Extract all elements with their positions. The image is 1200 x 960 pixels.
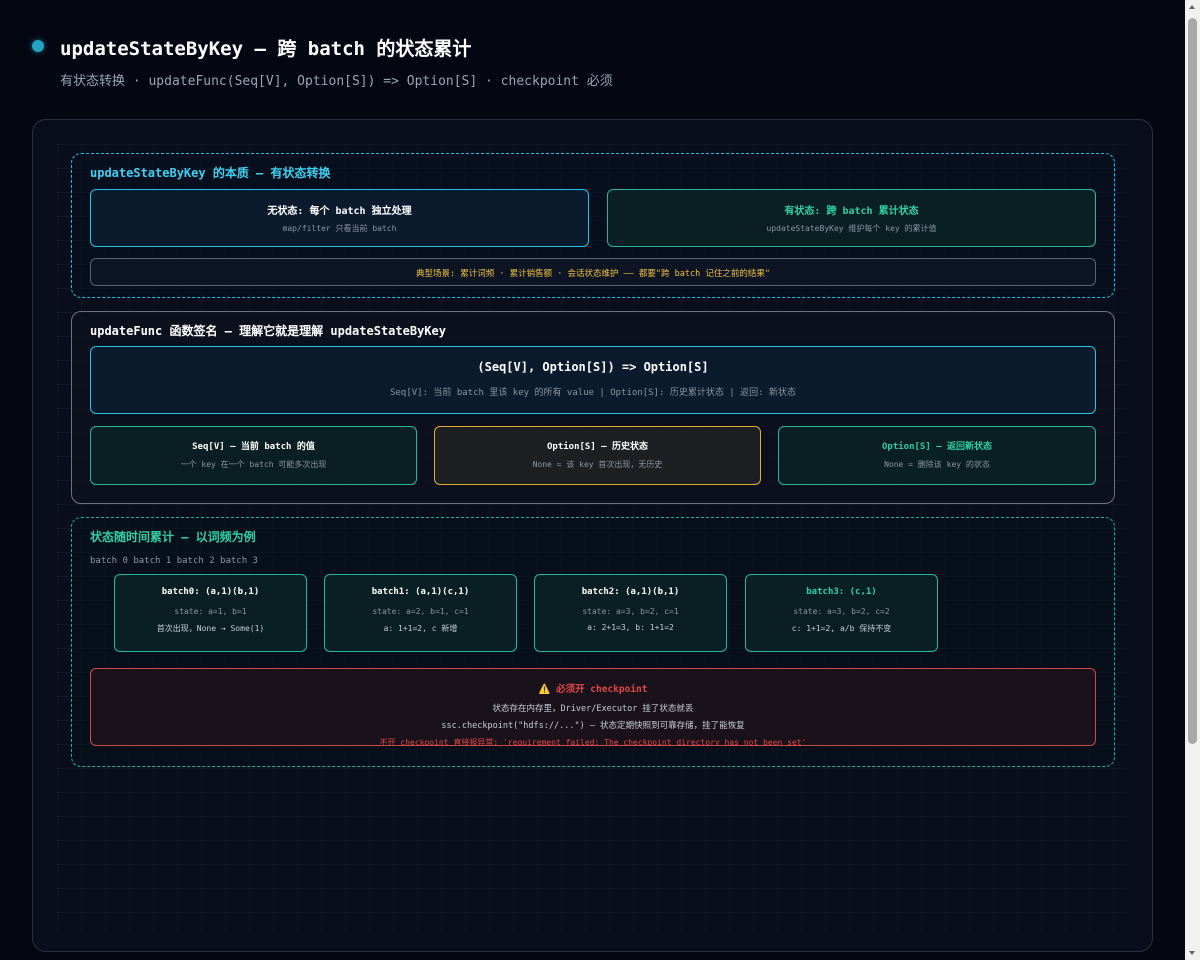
stateless-sub: map/filter 只看当前 batch [282,224,397,233]
warning-icon: ⚠️ [538,684,551,695]
scrollbar-thumb[interactable] [1188,18,1197,744]
signature-box: (Seq[V], Option[S]) => Option[S] Seq[V]:… [90,346,1096,414]
batch3-title: batch3: (c,1) [806,587,877,597]
diagram-canvas: updateStateByKey 的本质 — 有状态转换 无状态: 每个 bat… [32,119,1153,952]
timeline-label: batch 0 batch 1 batch 2 batch 3 [90,556,258,566]
param-option-sub: None = 该 key 首次出现，无历史 [532,460,663,469]
stateful-title: 有状态: 跨 batch 累计状态 [784,206,919,217]
scenario-box: 典型场景: 累计词频 · 累计销售额 · 会话状态维护 —— 都要"跨 batc… [90,258,1096,286]
batch3-state: state: a=3, b=2, c=2 [793,607,890,616]
batch2-note: a: 2+1=3, b: 1+1=2 [587,623,674,632]
param-option-title: Option[S] — 历史状态 [546,442,649,452]
batch2-box: batch2: (a,1)(b,1) state: a=3, b=2, c=1 … [534,574,727,652]
page-scrollbar[interactable] [1185,0,1200,960]
batch1-note: a: 1+1=2, c 新增 [383,624,458,633]
batch3-box: batch3: (c,1) state: a=3, b=2, c=2 c: 1+… [745,574,938,652]
batch1-box: batch1: (a,1)(c,1) state: a=2, b=1, c=1 … [324,574,517,652]
section-signature: updateFunc 函数签名 — 理解它就是理解 updateStateByK… [71,311,1115,504]
param-return-sub: None = 删除该 key 的状态 [884,460,990,469]
stateless-title: 无状态: 每个 batch 独立处理 [267,206,412,217]
checkpoint-heading: ⚠️ 必须开 checkpoint [91,681,1095,695]
section-accumulate: 状态随时间累计 — 以词频为例 batch 0 batch 1 batch 2 … [71,517,1115,767]
checkpoint-box: ⚠️ 必须开 checkpoint 状态存在内存里，Driver/Executo… [90,668,1096,746]
batch3-note: c: 1+1=2, a/b 保持不变 [791,624,892,633]
param-seq-box: Seq[V] — 当前 batch 的值 一个 key 在一个 batch 可能… [90,426,417,485]
section-accumulate-title: 状态随时间累计 — 以词频为例 [90,530,256,544]
page-title: updateStateByKey — 跨 batch 的状态累计 [60,38,472,60]
param-return-title: Option[S] — 返回新状态 [881,442,993,452]
checkpoint-title: 必须开 checkpoint [556,684,648,695]
batch0-box: batch0: (a,1)(b,1) state: a=1, b=1 首次出现，… [114,574,307,652]
scroll-down-arrow-icon[interactable] [1185,945,1200,960]
checkpoint-line2: ssc.checkpoint("hdfs://...") — 状态定期快照到可靠… [441,721,745,731]
batch1-state: state: a=2, b=1, c=1 [372,607,469,616]
param-return-box: Option[S] — 返回新状态 None = 删除该 key 的状态 [778,426,1096,485]
batch0-title: batch0: (a,1)(b,1) [161,587,260,597]
stateful-box: 有状态: 跨 batch 累计状态 updateStateByKey 维护每个 … [607,189,1096,247]
signature-title: (Seq[V], Option[S]) => Option[S] [477,360,709,374]
section-nature: updateStateByKey 的本质 — 有状态转换 无状态: 每个 bat… [71,153,1115,298]
checkpoint-line1: 状态存在内存里，Driver/Executor 挂了状态就丢 [492,704,694,714]
stateless-box: 无状态: 每个 batch 独立处理 map/filter 只看当前 batch [90,189,589,247]
section-signature-title: updateFunc 函数签名 — 理解它就是理解 updateStateByK… [90,324,446,338]
stateful-sub: updateStateByKey 维护每个 key 的累计值 [766,224,937,233]
checkpoint-line3: 不开 checkpoint 直接报异常: 'requirement failed… [379,738,807,746]
param-seq-title: Seq[V] — 当前 batch 的值 [192,442,315,452]
scroll-up-arrow-icon[interactable] [1185,0,1200,15]
batch2-title: batch2: (a,1)(b,1) [581,587,680,597]
batch1-title: batch1: (a,1)(c,1) [371,587,470,597]
signature-sub: Seq[V]: 当前 batch 里该 key 的所有 value | Opti… [390,388,796,398]
section-nature-title: updateStateByKey 的本质 — 有状态转换 [90,166,331,180]
batch0-note: 首次出现，None → Some(1) [156,624,265,633]
page-subtitle: 有状态转换 · updateFunc(Seq[V], Option[S]) =>… [60,74,613,89]
batch2-state: state: a=3, b=2, c=1 [582,607,679,616]
param-seq-sub: 一个 key 在一个 batch 可能多次出现 [180,460,327,469]
scenario-text: 典型场景: 累计词频 · 累计销售额 · 会话状态维护 —— 都要"跨 batc… [416,269,770,279]
batch0-state: state: a=1, b=1 [174,607,247,616]
param-option-box: Option[S] — 历史状态 None = 该 key 首次出现，无历史 [434,426,761,485]
header-dot-icon [32,40,44,52]
